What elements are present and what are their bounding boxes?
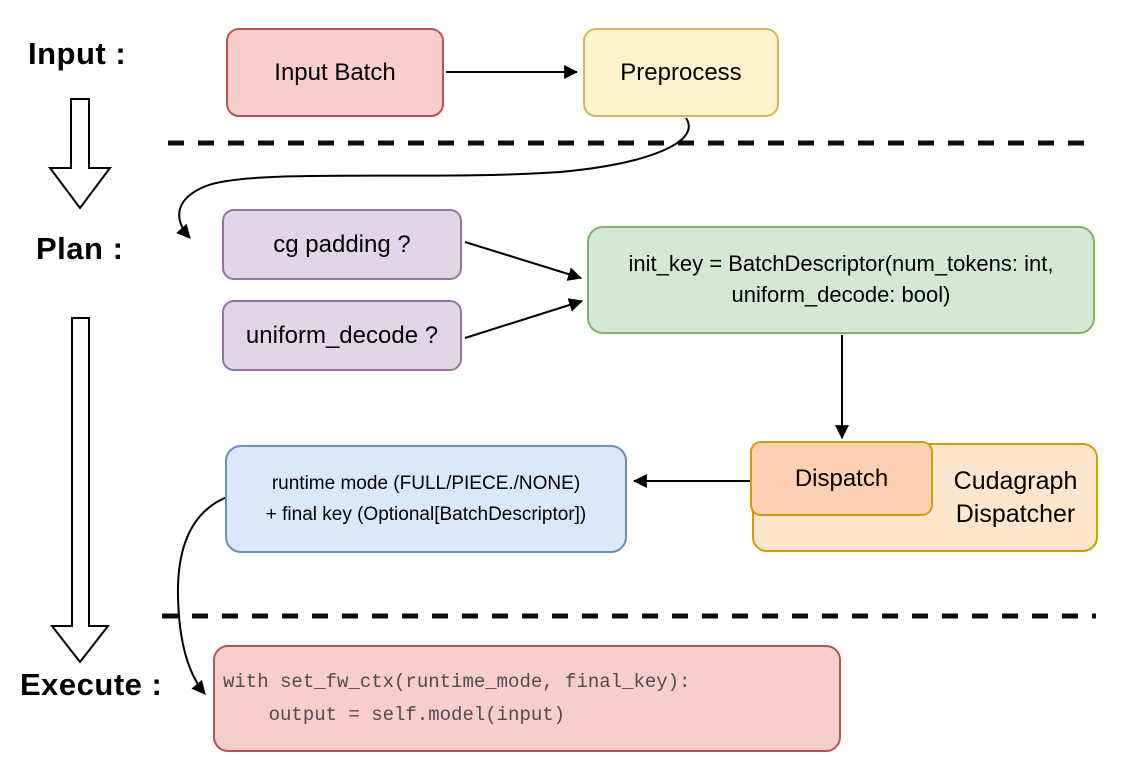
plan-to-execute-arrow [49, 317, 111, 664]
node-input-batch-label: Input Batch [274, 58, 396, 86]
node-uniform-decode: uniform_decode ? [222, 300, 462, 371]
node-execute-code: with set_fw_ctx(runtime_mode, final_key)… [213, 645, 841, 752]
node-preprocess: Preprocess [583, 28, 779, 117]
node-init-key-line1: init_key = BatchDescriptor(num_tokens: i… [628, 251, 1054, 277]
section-label-plan: Plan : [36, 231, 124, 266]
execute-code-line1: with set_fw_ctx(runtime_mode, final_key)… [223, 671, 691, 694]
node-runtime-mode-line2: + final key (Optional[BatchDescriptor]) [265, 504, 587, 525]
node-init-key-line2: uniform_decode: bool) [731, 282, 951, 307]
node-dispatch: Dispatch [750, 441, 933, 516]
node-cg-padding-label: cg padding ? [273, 230, 411, 258]
section-label-execute: Execute : [20, 667, 163, 702]
node-init-key: init_key = BatchDescriptor(num_tokens: i… [587, 226, 1095, 334]
edge-preprocess-cgpadding [176, 117, 690, 239]
cudagraph-line1: Cudagraph [953, 467, 1078, 495]
execute-code-line2: output = self.model(input) [223, 703, 566, 726]
edge-uniformdecode-initkey [464, 298, 584, 339]
input-to-plan-arrow [48, 98, 112, 210]
node-uniform-decode-label: uniform_decode ? [245, 321, 439, 349]
node-runtime-mode-line1: runtime mode (FULL/PIECE./NONE) [271, 472, 581, 494]
section-label-input: Input : [28, 36, 127, 71]
node-runtime-mode: runtime mode (FULL/PIECE./NONE) + final … [225, 445, 627, 553]
node-input-batch: Input Batch [226, 28, 444, 117]
node-preprocess-label: Preprocess [620, 58, 742, 86]
edge-cgpadding-initkey [464, 241, 583, 281]
node-dispatch-label: Dispatch [794, 464, 889, 492]
node-cudagraph-dispatcher-label: Cudagraph Dispatcher [933, 443, 1098, 552]
edge-runtimemode-executecode [176, 496, 228, 695]
cudagraph-line2: Dispatcher [955, 499, 1076, 528]
node-cg-padding: cg padding ? [222, 209, 462, 280]
